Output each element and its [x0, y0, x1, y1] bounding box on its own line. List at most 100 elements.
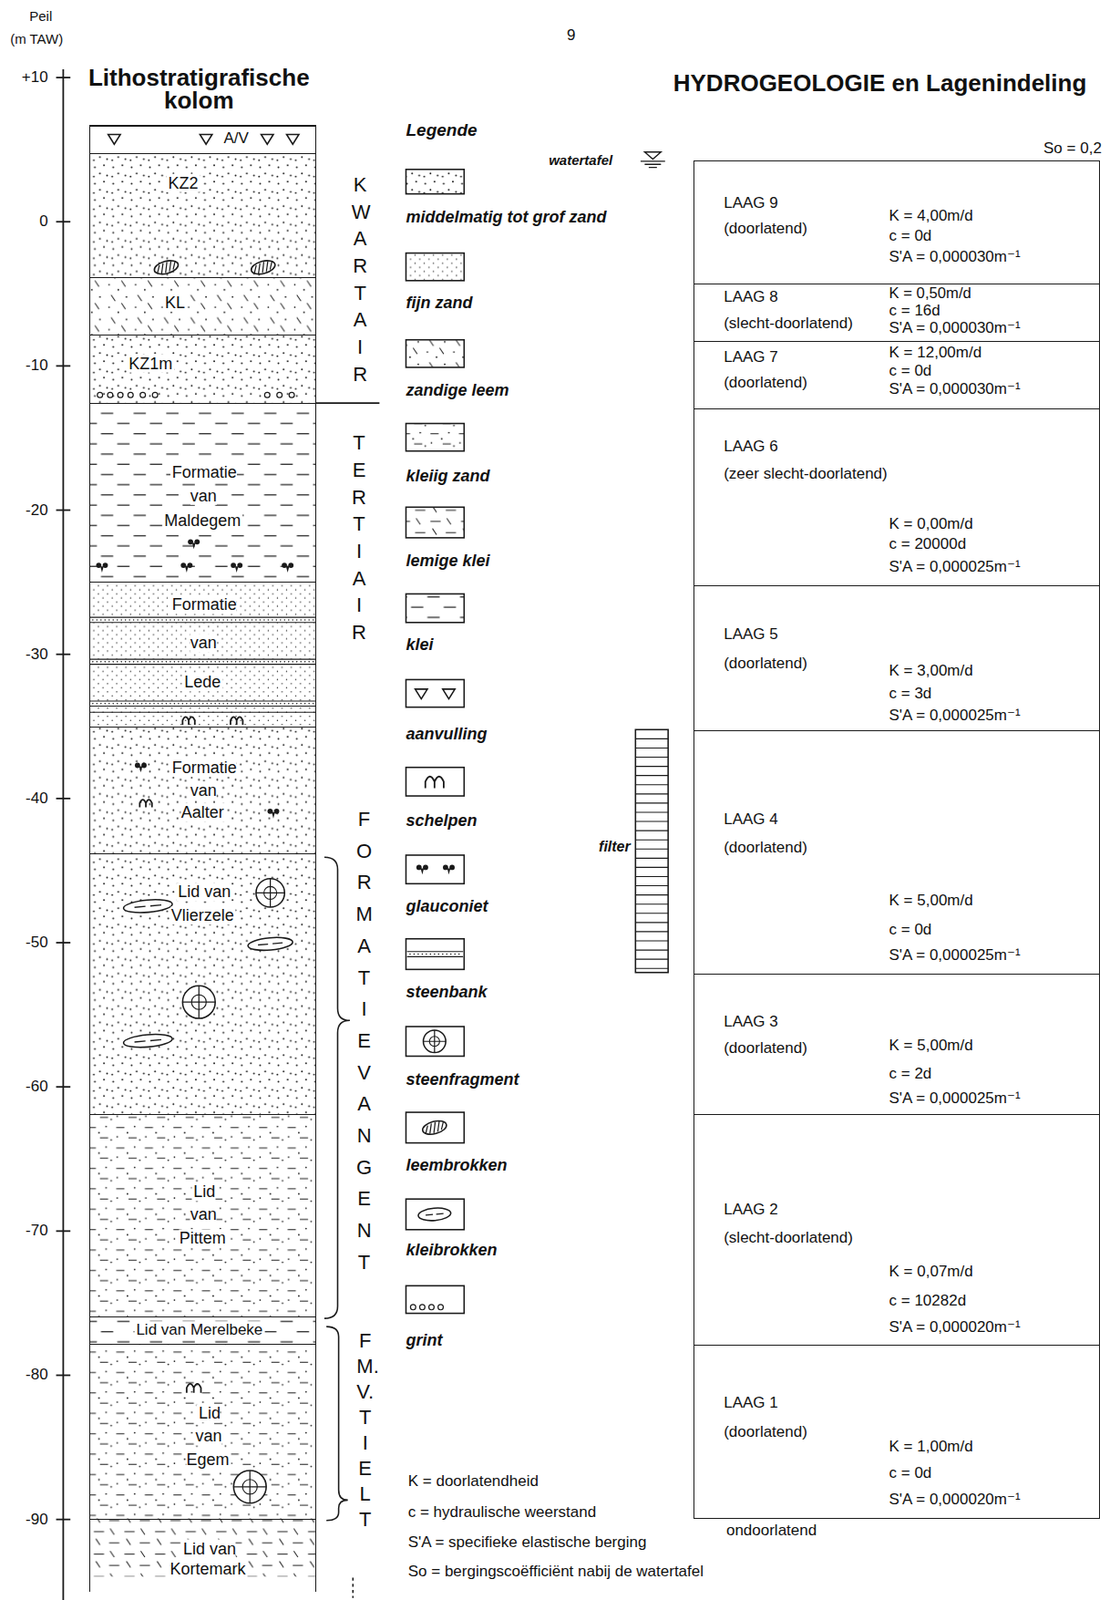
filter-slot	[635, 738, 668, 740]
lithology-fill	[89, 1113, 316, 1316]
text-holder: Lid van Egem	[185, 1401, 231, 1472]
stone-bank-dot	[255, 660, 257, 663]
aquifer-layer: LAAG 5(doorlatend)K = 3,00m/dc = 3dS'A =…	[693, 585, 1100, 730]
stone-bank-dot	[177, 618, 180, 621]
stone-bank-dot	[161, 660, 164, 663]
text-holder: steenbank	[405, 982, 487, 1002]
stone-bank-dot	[238, 618, 241, 621]
legend-sample	[405, 339, 464, 368]
text-holder: HYDROGEOLOGIE en Lagenindeling	[673, 70, 1088, 98]
stone-outline	[423, 1029, 447, 1053]
legend-sample	[405, 854, 464, 884]
legend-text: fijn zand	[405, 293, 473, 312]
text-holder: (doorlatend)	[723, 1422, 808, 1441]
stone-bank-dot	[218, 660, 221, 663]
stone-bank-dot	[246, 660, 249, 663]
legend-text: grint	[405, 1329, 442, 1348]
clay-lump-dash	[257, 942, 283, 945]
legend-swatch	[405, 1111, 464, 1143]
stone-bank-ground	[89, 616, 316, 623]
stone-bank-dot	[450, 953, 453, 956]
parameter-value: K = 1,00m/d	[889, 1437, 974, 1455]
stone-bank-dot	[185, 702, 188, 705]
strata-layer: Formatie van Lede	[89, 581, 316, 727]
loam-lump-hatch	[264, 260, 271, 271]
stone-bank-dot	[165, 702, 168, 705]
clay-lump-outline	[123, 1032, 174, 1049]
storage-label: So = 0,2	[1043, 140, 1102, 158]
stone-bank-band	[89, 616, 316, 623]
text-holder: c = 0d	[889, 361, 933, 381]
text-holder: A/V	[221, 129, 250, 148]
glauconite-symbol	[267, 808, 279, 819]
layer-type: (doorlatend)	[723, 374, 808, 392]
stone-bank-dot	[177, 660, 180, 663]
text-holder: TERTIAIR	[350, 429, 369, 646]
stone-bank-dot	[174, 660, 176, 663]
glauconite-stem	[235, 565, 239, 573]
shell-symbol	[230, 716, 243, 724]
lithology-fill	[89, 852, 316, 1115]
legend-text: klei	[405, 635, 433, 654]
aquifer-layer: LAAG 3(doorlatend)K = 5,00m/dc = 2dS'A =…	[693, 973, 1100, 1114]
stone-bank-dot	[417, 953, 420, 956]
legend-sample	[405, 1026, 464, 1056]
stone-bank-line	[89, 616, 316, 618]
legend-text: leembrokken	[405, 1155, 507, 1174]
parameter-value: K = 5,00m/d	[889, 891, 974, 909]
filter-slot	[635, 921, 668, 923]
legend-sample	[405, 253, 464, 281]
parameter-value: c = 0d	[889, 1463, 933, 1481]
symbol-note: S'A = specifieke elastische berging	[408, 1533, 648, 1552]
stone-bank-line	[89, 621, 316, 623]
stone-bank-line	[89, 705, 316, 707]
text-holder: K = 0,50m/d	[889, 284, 972, 302]
stone-bank-dot	[141, 618, 144, 621]
loam-lump-hatch	[267, 260, 274, 269]
stone-bank-dot	[190, 660, 193, 663]
stone-bank-dot	[296, 660, 298, 663]
stone-bank-ground	[89, 700, 316, 707]
stone-bank-ground	[89, 658, 316, 665]
layer-name: KL	[163, 293, 187, 312]
layer-name: Formatie van Maldegem	[164, 462, 243, 530]
filter-label: filter	[598, 838, 631, 854]
text-holder: S'A = 0,000025m⁻¹	[889, 557, 1021, 576]
text-holder: aanvulling	[405, 723, 487, 743]
glauconite-symbol	[95, 562, 108, 573]
stone-cross	[182, 985, 216, 1018]
axis-title: Peil	[29, 8, 52, 24]
stone-bank-dot	[284, 660, 287, 663]
axis-value: -90	[25, 1510, 49, 1528]
formation-label: FM. V. TIELT	[356, 1328, 379, 1531]
parameter-value: S'A = 0,000030m⁻¹	[889, 380, 1021, 398]
stone-bank-dot	[259, 618, 262, 621]
legend-swatch	[405, 506, 464, 538]
parameter-value: K = 5,00m/d	[889, 1036, 974, 1054]
legend-swatch	[405, 767, 464, 796]
symbol-note: c = hydraulische weerstand	[408, 1502, 596, 1521]
stone-core	[264, 885, 278, 899]
stone-bank-dot	[263, 618, 266, 621]
text-holder: LAAG 2	[723, 1200, 779, 1219]
stone-bank-dot	[141, 660, 144, 663]
lithology-fill	[89, 124, 316, 154]
text-holder: -80	[25, 1366, 49, 1385]
stone-bank-dot	[96, 660, 99, 663]
stone-bank-line	[89, 663, 316, 665]
water-table-symbol	[640, 161, 666, 168]
stone-bank-dot	[267, 660, 270, 663]
text-holder: LAAG 7	[723, 349, 779, 368]
text-holder: grint	[405, 1329, 442, 1349]
legend-text: kleibrokken	[405, 1240, 497, 1259]
filter-slot	[635, 958, 668, 960]
text-holder: lemige klei	[405, 550, 490, 570]
axis-tick	[56, 509, 72, 512]
dotted-continuation	[351, 1576, 354, 1597]
fill-triangle	[261, 134, 274, 145]
text-holder: ondoorlatend	[726, 1520, 817, 1540]
stone-bank-line	[89, 711, 316, 713]
stone-bank-dot	[267, 618, 270, 621]
period-label: TERTIAIR	[351, 431, 367, 644]
